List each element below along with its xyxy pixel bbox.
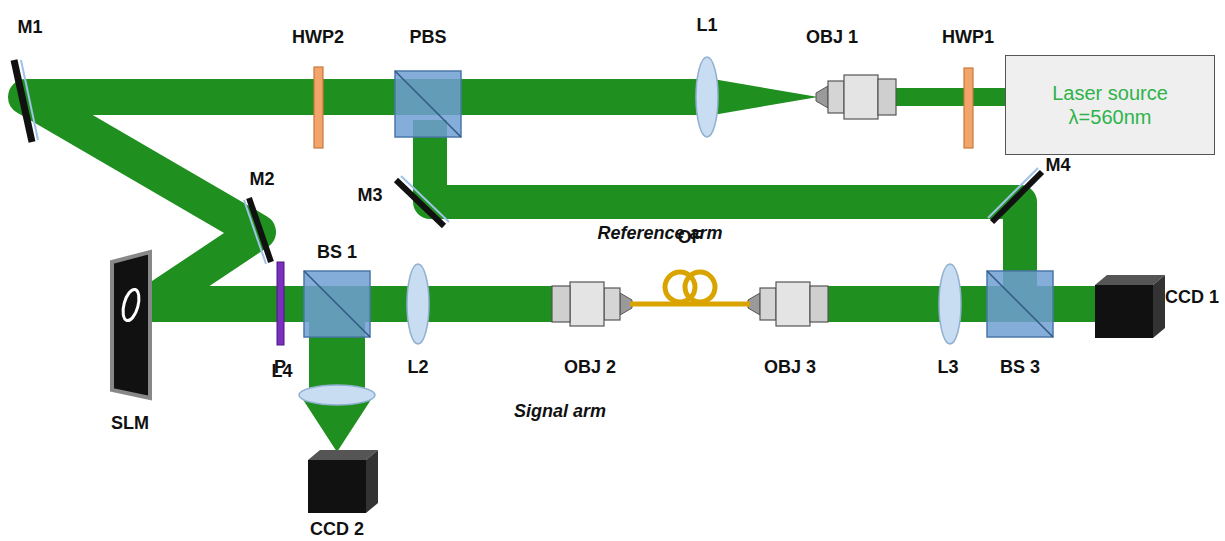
- component-label: HWP2: [292, 28, 344, 48]
- laser-source-box: Laser source λ=560nm: [1005, 55, 1215, 155]
- component-label: OBJ 1: [806, 28, 858, 48]
- component-label: M4: [1045, 156, 1070, 176]
- component-label: M3: [357, 186, 382, 206]
- component-label: HWP1: [942, 28, 994, 48]
- component-label: SLM: [111, 414, 149, 434]
- component-label: OF: [678, 228, 703, 248]
- component-label: L2: [407, 358, 428, 378]
- arm-label: Reference arm: [597, 224, 722, 244]
- component-label: CCD 1: [1165, 288, 1219, 308]
- component-label: M2: [249, 170, 274, 190]
- component-label: BS 1: [317, 243, 357, 263]
- node-text: Laser source λ=560nm: [1030, 81, 1190, 129]
- component-label: PBS: [409, 28, 446, 48]
- component-label: OBJ 2: [564, 358, 616, 378]
- component-label: L4: [271, 362, 292, 382]
- component-label: CCD 2: [310, 520, 364, 540]
- component-label: OBJ 3: [764, 358, 816, 378]
- component-label: L3: [937, 358, 958, 378]
- component-label: BS 3: [1000, 358, 1040, 378]
- arm-label: Signal arm: [514, 402, 606, 422]
- component-label: M1: [17, 18, 42, 38]
- component-label: L1: [696, 16, 717, 36]
